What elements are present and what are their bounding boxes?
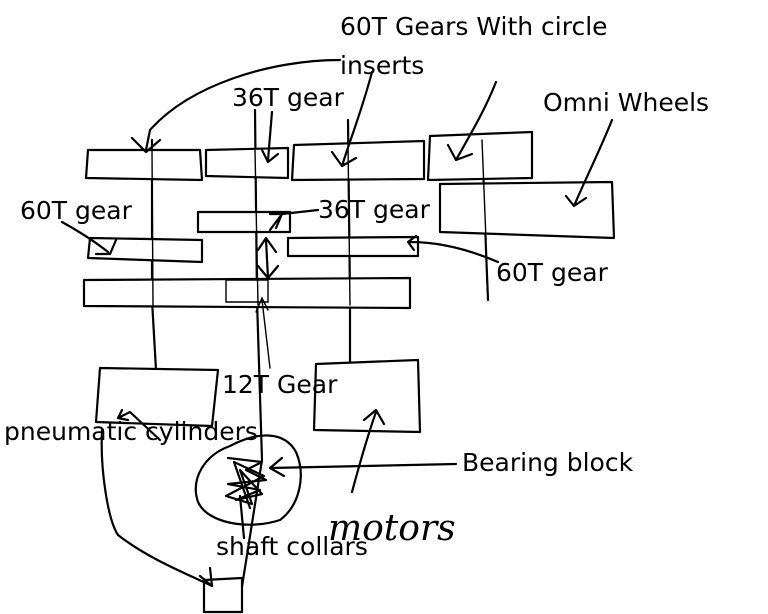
label-shaft-collars: shaft collars <box>216 532 368 561</box>
motor-left <box>94 366 220 428</box>
shaft-far-right-over <box>481 139 487 241</box>
omni-wheel-top <box>426 130 534 182</box>
omni-wheel-mid <box>438 180 616 240</box>
label-36t-gear-top: 36T gear <box>232 83 345 112</box>
shaft-left-over <box>151 149 154 306</box>
arrow-shaft-collars <box>238 494 246 540</box>
label-60t-gear-left: 60T gear <box>20 196 133 225</box>
label-motors: motors <box>328 508 456 549</box>
shaft-center-over <box>254 149 259 306</box>
bearing-block-scribble <box>224 456 268 510</box>
arrow-bearing <box>268 456 458 478</box>
gear-36t-top <box>204 146 290 180</box>
bearing-circle <box>194 434 302 526</box>
arrow-36t-top <box>260 110 280 164</box>
motor-right <box>312 358 422 434</box>
gear-60t-mid-right <box>286 235 420 258</box>
arrow-omni-right <box>564 118 614 208</box>
arrow-36t-mid <box>268 208 320 232</box>
arrow-motors <box>350 408 386 494</box>
label-bearing-block: Bearing block <box>462 448 634 477</box>
slide-arrow <box>256 236 280 280</box>
label-60t-gears-circle: 60T Gears With circle <box>340 12 608 41</box>
arrow-60t-left <box>60 220 118 256</box>
arrow-12t <box>255 296 271 369</box>
end-block <box>202 576 244 614</box>
arrow-60t-circle-right <box>330 70 374 168</box>
arrow-60t-right <box>406 234 500 264</box>
label-36t-gear-mid: 36T gear <box>318 195 431 224</box>
arrow-omni-left <box>446 80 498 162</box>
gear-12t-box <box>225 279 269 303</box>
gear-60t-top-left <box>84 148 204 182</box>
gear-60t-low-left <box>82 276 412 310</box>
arrow-60t-circle-left <box>130 58 342 154</box>
gear-60t-top-right <box>290 139 426 182</box>
label-60t-gear-right: 60T gear <box>496 258 609 287</box>
gear-36t-mid <box>196 210 292 234</box>
label-omni-wheels: Omni Wheels <box>543 88 709 117</box>
label-pneumatic-cylinders: pneumatic cylinders <box>4 417 258 446</box>
gear-60t-mid-left <box>86 236 204 264</box>
label-inserts: inserts <box>340 51 424 80</box>
shaft-right-over <box>347 144 351 306</box>
label-12t-gear: 12T Gear <box>222 370 338 399</box>
arrow-pneumatic-top <box>116 408 162 442</box>
arrow-pneumatic <box>100 428 214 588</box>
